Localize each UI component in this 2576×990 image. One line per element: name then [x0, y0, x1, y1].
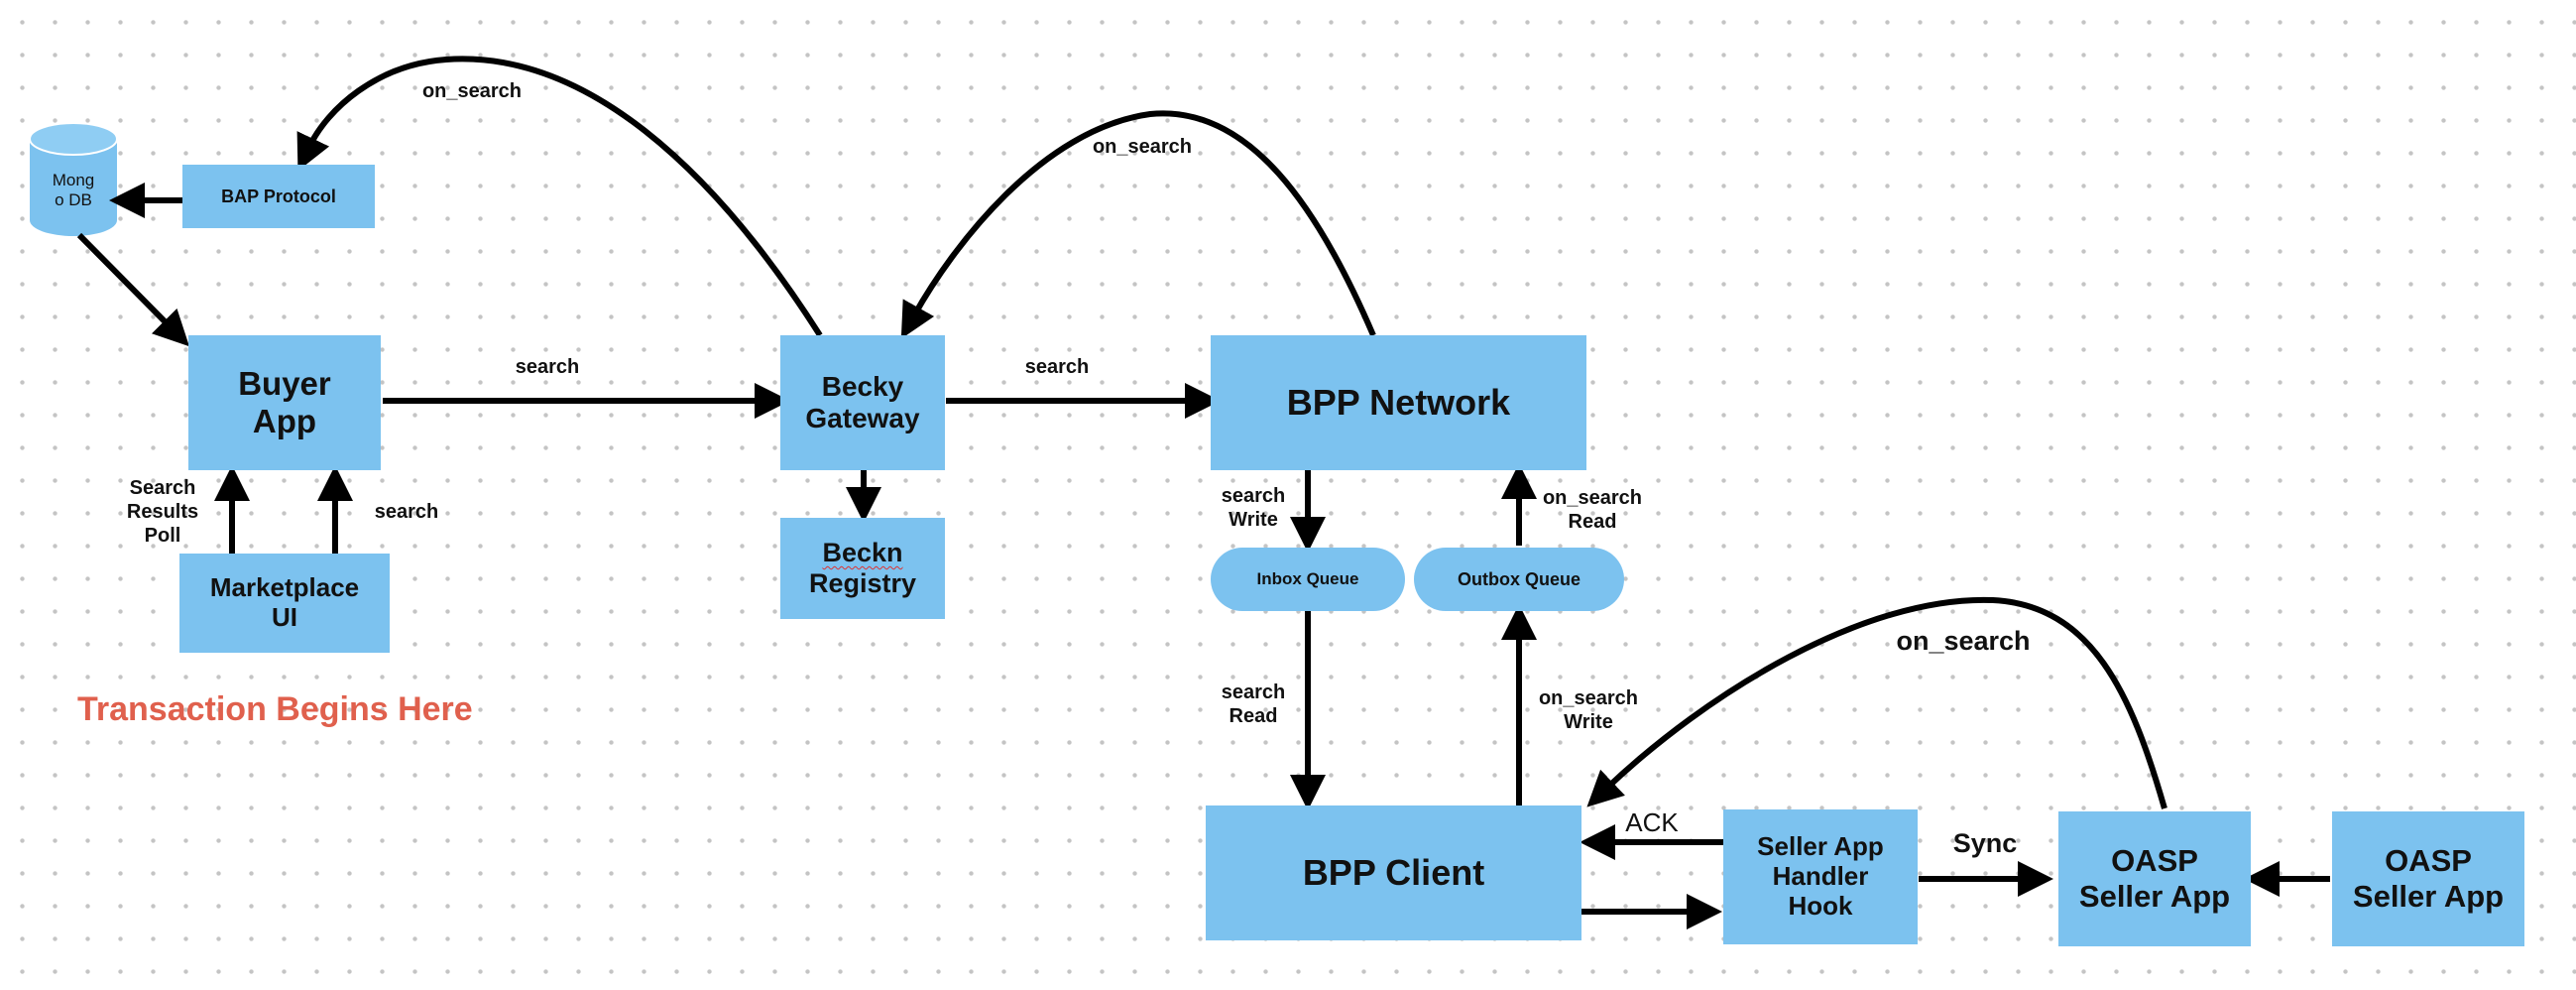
outbox-queue-node[interactable]: Outbox Queue: [1414, 548, 1624, 611]
bpp-network-node[interactable]: BPP Network: [1211, 335, 1586, 470]
inbox-queue-node[interactable]: Inbox Queue: [1211, 548, 1405, 611]
label-search-buyer-gateway: search: [515, 356, 580, 378]
marketplace-ui-node[interactable]: Marketplace UI: [179, 554, 390, 653]
label-sync: Sync: [1952, 828, 2018, 858]
label-on-search-write: on_search Write: [1538, 687, 1639, 733]
beckn-registry-node[interactable]: Beckn Registry: [780, 518, 945, 619]
edge-gateway-on-search-bap: [296, 56, 823, 337]
label-search-read: search Read: [1221, 681, 1286, 727]
label-search-marketplace: search: [374, 501, 439, 523]
beckn-registry-line1: Beckn: [822, 537, 903, 567]
edge-oasp-on-search-client: [1586, 596, 2167, 809]
label-on-search-bottom: on_search: [1896, 626, 2031, 656]
label-search-write: search Write: [1221, 485, 1286, 531]
edge-mongo-to-buyer: [76, 232, 189, 347]
oasp-seller-app-node[interactable]: OASP Seller App: [2058, 811, 2251, 946]
oasp-seller-app-source-node[interactable]: OASP Seller App: [2332, 811, 2524, 946]
label-search-results-poll: Search Results Poll: [126, 477, 199, 547]
transaction-begins-annotation: Transaction Begins Here: [77, 690, 473, 728]
mongo-db-cylinder[interactable]: [29, 122, 118, 236]
buyer-app-node[interactable]: Buyer App: [188, 335, 381, 470]
label-on-search-read: on_search Read: [1542, 487, 1643, 533]
label-on-search-top-left: on_search: [421, 80, 523, 102]
becky-gateway-node[interactable]: Becky Gateway: [780, 335, 945, 470]
bpp-client-node[interactable]: BPP Client: [1206, 805, 1581, 940]
beckn-registry-line2: Registry: [808, 568, 917, 598]
bap-protocol-node[interactable]: BAP Protocol: [182, 165, 375, 228]
label-ack: ACK: [1625, 807, 1679, 837]
edge-network-on-search-gateway: [900, 110, 1376, 339]
seller-app-handler-hook-node[interactable]: Seller App Handler Hook: [1723, 809, 1918, 944]
mongo-db-label: Mong o DB: [52, 171, 95, 210]
label-search-gateway-network: search: [1024, 356, 1090, 378]
label-on-search-top-mid: on_search: [1092, 136, 1193, 158]
